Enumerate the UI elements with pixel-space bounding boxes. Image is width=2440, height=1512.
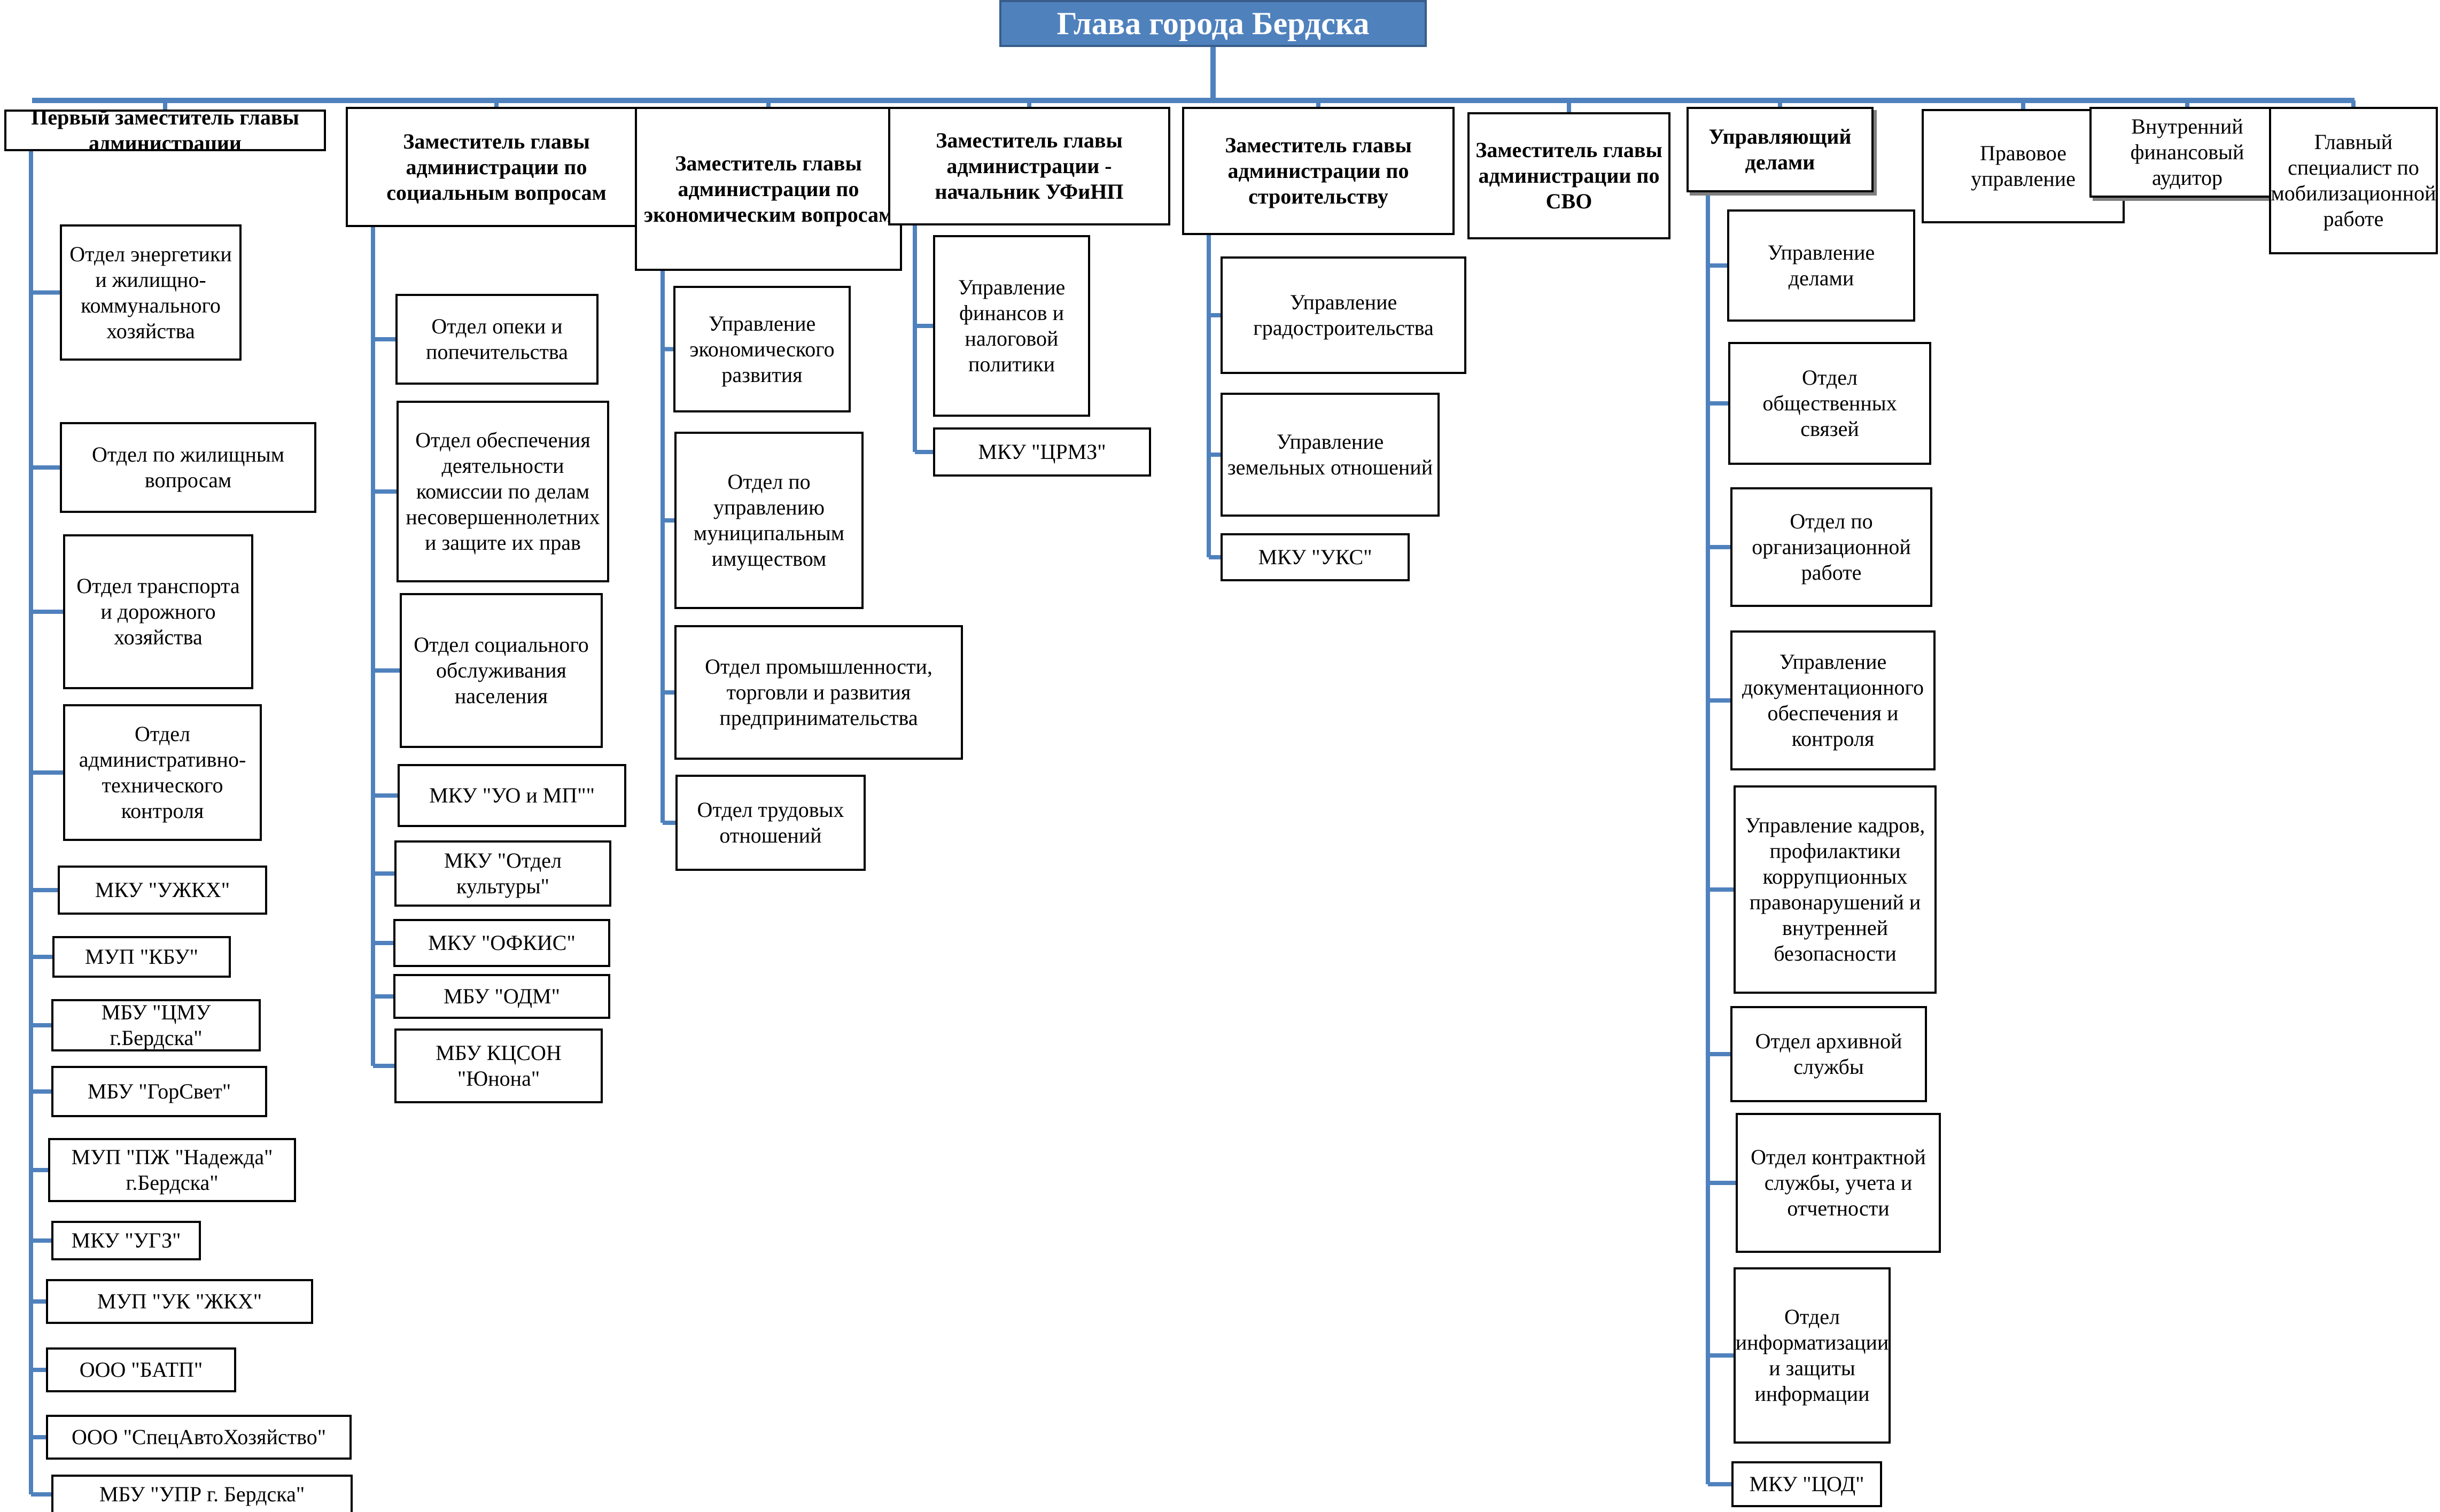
col-9-header-box: Главный специалист по мобилизационной ра… <box>2269 107 2438 254</box>
col-0-header-box: Первый заместитель главы администрации <box>4 110 326 151</box>
col-0-unit-box: ООО "БАТП" <box>46 1347 236 1392</box>
col-0-unit-box: МУП "УК "ЖКХ" <box>46 1279 313 1324</box>
col-6-unit-box: Отдел общественных связей <box>1728 342 1931 465</box>
col-3-unit-box: Управление финансов и налоговой политики <box>933 235 1090 417</box>
col-6-unit-box: Отдел контрактной службы, учета и отчетн… <box>1736 1113 1941 1253</box>
col-0-unit-box: МКУ "УГЗ" <box>51 1221 201 1260</box>
col-0-unit-box: МБУ "ГорСвет" <box>51 1066 267 1117</box>
col-0-unit-box: МУП "КБУ" <box>52 936 231 978</box>
col-0-unit-box: МБУ "УПР г. Бердска" <box>51 1475 353 1512</box>
col-6-unit-box: МКУ "ЦОД" <box>1731 1461 1882 1507</box>
col-0-unit-box: Отдел энергетики и жилищно-коммунального… <box>60 224 242 361</box>
col-0-unit-box: МБУ "ЦМУ г.Бердска" <box>51 999 261 1051</box>
col-6-unit-box: Управление кадров, профилактики коррупци… <box>1734 785 1937 994</box>
col-0-unit-box: Отдел административно-технического контр… <box>63 704 262 841</box>
col-1-unit-box: МКУ "УО и МП"" <box>398 764 626 827</box>
col-0-unit-box: МКУ "УЖКХ" <box>58 866 267 915</box>
col-0-unit-box: ООО "СпецАвтоХозяйство" <box>46 1415 352 1460</box>
col-4-header-box: Заместитель главы администрации по строи… <box>1182 107 1455 235</box>
col-2-unit-box: Отдел промышленности, торговли и развити… <box>674 625 963 760</box>
head-box: Глава города Бердска <box>999 0 1427 47</box>
col-1-unit-box: МБУ "ОДМ" <box>393 974 610 1019</box>
col-3-header-box: Заместитель главы администрации - началь… <box>888 107 1170 225</box>
col-1-header-box: Заместитель главы администрации по социа… <box>346 107 647 227</box>
col-3-unit-box: МКУ "ЦРМЗ" <box>933 427 1151 477</box>
col-5-header-box: Заместитель главы администрации по СВО <box>1467 112 1670 239</box>
col-1-unit-box: Отдел опеки и попечительства <box>395 294 599 385</box>
col-1-unit-box: Отдел социального обслуживания населения <box>400 593 603 748</box>
col-6-unit-box: Управление делами <box>1727 209 1915 322</box>
col-2-unit-box: Отдел по управлению муниципальным имущес… <box>674 432 864 609</box>
col-6-unit-box: Отдел по организационной работе <box>1730 487 1932 607</box>
col-2-unit-box: Управление экономического развития <box>673 286 851 412</box>
col-6-unit-box: Отдел информатизации и защиты информации <box>1734 1267 1891 1444</box>
col-6-unit-box: Управление документационного обеспечения… <box>1730 630 1936 770</box>
col-6-unit-box: Отдел архивной службы <box>1730 1006 1927 1102</box>
col-4-unit-box: МКУ "УКС" <box>1221 533 1410 581</box>
col-0-unit-box: Отдел по жилищным вопросам <box>60 422 316 513</box>
col-1-unit-box: Отдел обеспечения деятельности комиссии … <box>397 401 609 582</box>
col-0-unit-box: МУП "ПЖ "Надежда" г.Бердска" <box>48 1138 296 1202</box>
col-4-unit-box: Управление земельных отношений <box>1221 393 1440 517</box>
col-1-unit-box: МБУ КЦСОН "Юнона" <box>394 1028 603 1103</box>
col-8-header-box: Внутренний финансовый аудитор <box>2089 107 2285 198</box>
col-4-unit-box: Управление градостроительства <box>1221 256 1466 374</box>
col-2-header-box: Заместитель главы администрации по эконо… <box>635 107 902 271</box>
col-1-unit-box: МКУ "Отдел культуры" <box>394 840 611 907</box>
col-6-header-box: Управляющий делами <box>1687 107 1874 192</box>
col-0-unit-box: Отдел транспорта и дорожного хозяйства <box>63 534 253 689</box>
col-2-unit-box: Отдел трудовых отношений <box>675 775 866 871</box>
col-1-unit-box: МКУ "ОФКИС" <box>393 919 610 967</box>
